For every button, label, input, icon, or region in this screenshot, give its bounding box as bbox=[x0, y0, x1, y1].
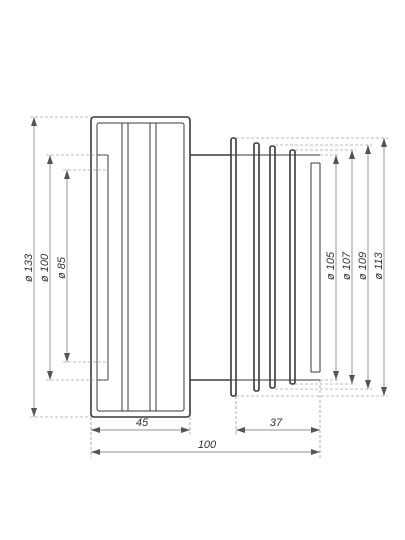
socket-body bbox=[90, 116, 191, 418]
dimension-len45: 45 bbox=[90, 417, 191, 458]
dimension-len100: 100 bbox=[91, 439, 320, 455]
label-d113: ø 113 bbox=[373, 251, 385, 279]
label-d109: ø 109 bbox=[357, 252, 369, 280]
dimension-d107: ø 107 bbox=[295, 149, 356, 385]
label-d85: ø 85 bbox=[56, 256, 68, 279]
label-d100: ø 100 bbox=[39, 253, 51, 282]
dimension-d100: ø 100 bbox=[39, 154, 108, 381]
dimension-d105: ø 105 bbox=[320, 154, 340, 381]
label-d107: ø 107 bbox=[341, 251, 353, 280]
dimension-d85: ø 85 bbox=[56, 169, 108, 363]
dimension-d109: ø 109 bbox=[275, 144, 372, 390]
dimension-d133: ø 133 bbox=[23, 116, 91, 418]
label-len37: 37 bbox=[270, 417, 283, 429]
label-d105: ø 105 bbox=[325, 251, 337, 280]
pipe-neck bbox=[190, 154, 321, 381]
dimension-len37: 37 bbox=[235, 380, 321, 458]
sealing-fins bbox=[230, 137, 296, 397]
dimension-d113: ø 113 bbox=[236, 137, 388, 397]
label-len100: 100 bbox=[198, 439, 217, 451]
label-d133: ø 133 bbox=[23, 253, 35, 282]
label-len45: 45 bbox=[136, 417, 149, 429]
